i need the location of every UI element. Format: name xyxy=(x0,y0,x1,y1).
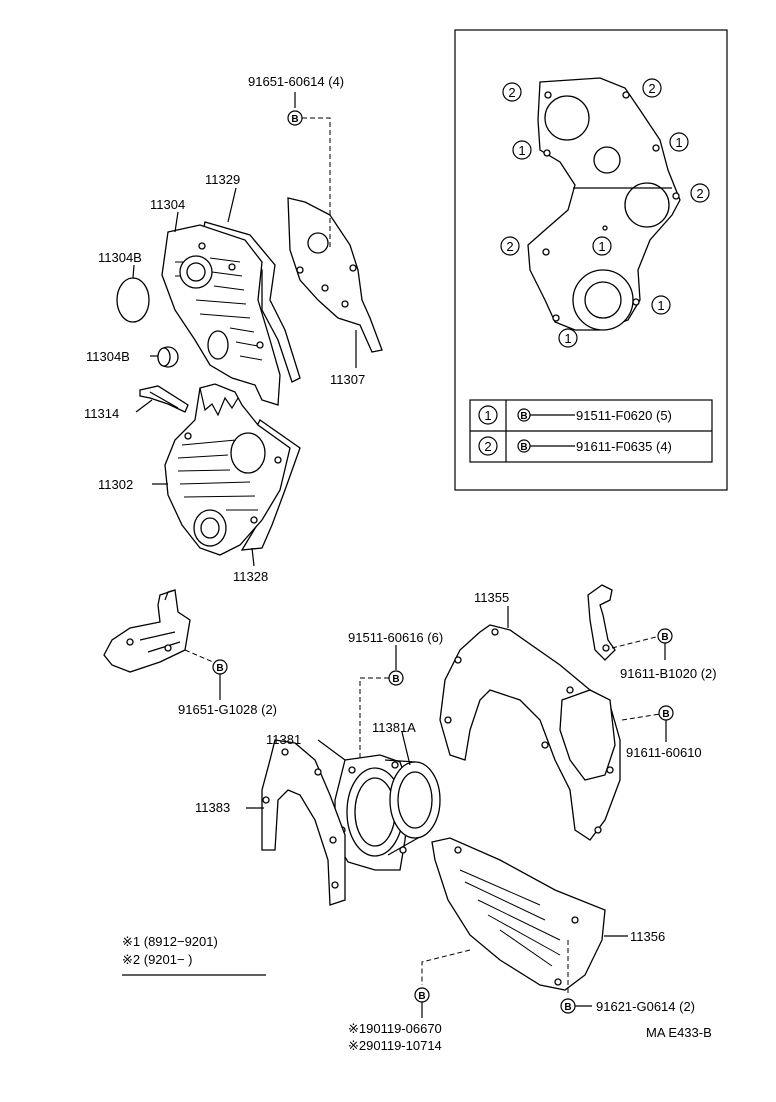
svg-text:B: B xyxy=(291,114,298,125)
bracket-left: B xyxy=(103,589,228,700)
strip-11314 xyxy=(139,385,189,413)
figure-code: MA E433-B xyxy=(646,1025,712,1040)
svg-text:1: 1 xyxy=(564,331,571,346)
svg-text:1: 1 xyxy=(675,135,682,150)
svg-text:2: 2 xyxy=(506,239,513,254)
label-11304B-a: 11304B xyxy=(98,250,142,265)
label-11356: 11356 xyxy=(630,929,665,944)
label-11381A: 11381A xyxy=(372,720,416,735)
inset-marker: 1 xyxy=(558,328,578,348)
label-91621-G0614: 91621-G0614 (2) xyxy=(596,999,695,1014)
oil-seal-retainer-11381 xyxy=(317,731,441,871)
bolt-91511-60616: B xyxy=(359,645,404,770)
bolt-91651-60614: B xyxy=(287,92,331,250)
label-11355: 11355 xyxy=(474,590,509,605)
inset-marker: 1 xyxy=(592,236,612,256)
svg-text:B: B xyxy=(564,1002,571,1013)
lower-cover-group xyxy=(164,383,301,556)
note-1: ※1 (8912−9201) xyxy=(122,934,218,949)
label-11329: 11329 xyxy=(205,172,240,187)
inset-marker: 1 xyxy=(512,140,532,160)
plug-11304B-large xyxy=(116,277,150,323)
svg-text:1: 1 xyxy=(518,143,525,158)
svg-text:B: B xyxy=(661,632,668,643)
inset-legend-table: 1 B 91511-F0620 (5) 2 B 91611-F0635 (4) xyxy=(469,399,713,463)
gasket-11307 xyxy=(287,197,383,353)
svg-text:B: B xyxy=(662,709,669,720)
svg-text:2: 2 xyxy=(484,439,491,454)
label-11304B-b: 11304B xyxy=(86,349,130,364)
label-91651-60614: 91651-60614 (4) xyxy=(248,74,344,89)
svg-text:91611-F0635 (4): 91611-F0635 (4) xyxy=(576,439,672,454)
label-11307: 11307 xyxy=(330,372,365,387)
svg-text:91511-F0620 (5): 91511-F0620 (5) xyxy=(576,408,672,423)
upper-cover-group xyxy=(116,197,383,413)
label-11304: 11304 xyxy=(150,197,185,212)
label-11381: 11381 xyxy=(266,732,301,747)
svg-text:1: 1 xyxy=(598,239,605,254)
rear-plate-11355: B xyxy=(439,606,674,841)
svg-text:2: 2 xyxy=(508,85,515,100)
note-2: ※2 (9201− ) xyxy=(122,952,193,967)
label-11302: 11302 xyxy=(98,477,133,492)
svg-text:1: 1 xyxy=(484,408,491,423)
svg-text:B: B xyxy=(392,674,399,685)
label-91611-60610: 91611-60610 xyxy=(626,745,702,760)
label-91651-G1028: 91651-G1028 (2) xyxy=(178,702,277,717)
inset-marker: 2 xyxy=(502,82,522,102)
label-11383: 11383 xyxy=(195,800,230,815)
svg-text:B: B xyxy=(520,442,527,453)
svg-text:B: B xyxy=(216,663,223,674)
inset-box: 2 2 1 1 2 2 1 1 1 1 B 91511-F0620 (5) 2 … xyxy=(454,29,728,491)
label-11314: 11314 xyxy=(84,406,119,421)
leader-lines xyxy=(132,187,357,567)
label-290119-10714: ※290119-10714 xyxy=(348,1038,442,1053)
inset-marker: 2 xyxy=(500,236,520,256)
svg-text:B: B xyxy=(418,991,425,1002)
svg-text:2: 2 xyxy=(648,81,655,96)
cover-11356: B B xyxy=(414,837,628,1018)
label-11328: 11328 xyxy=(233,569,268,584)
svg-text:2: 2 xyxy=(696,186,703,201)
inset-marker: 1 xyxy=(669,132,689,152)
inset-marker: 1 xyxy=(651,295,671,315)
cover-11302 xyxy=(164,383,291,556)
inset-marker: 2 xyxy=(642,78,662,98)
label-91511-60616: 91511-60616 (6) xyxy=(348,630,443,645)
svg-text:B: B xyxy=(520,411,527,422)
inset-marker: 2 xyxy=(690,183,710,203)
label-91611-B1020: 91611-B1020 (2) xyxy=(620,666,717,681)
svg-text:1: 1 xyxy=(657,298,664,313)
label-190119-06670: ※190119-06670 xyxy=(348,1021,442,1036)
bracket-right: B xyxy=(587,584,673,661)
gasket-11383 xyxy=(246,739,346,906)
